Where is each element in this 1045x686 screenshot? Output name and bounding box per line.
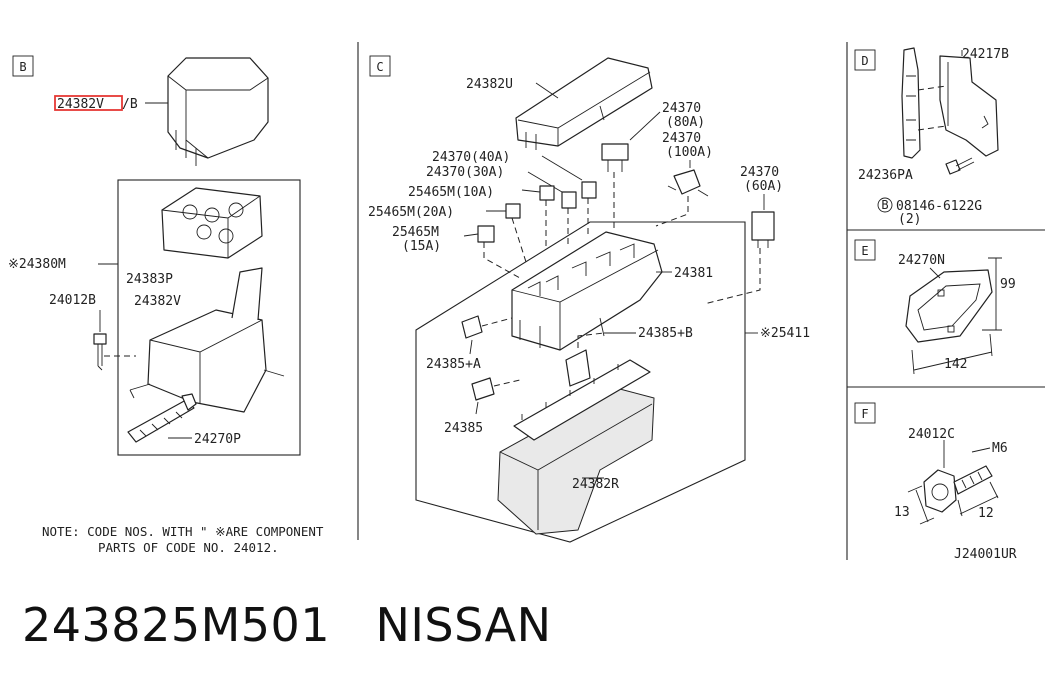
diagram-code: J24001UR (954, 547, 1017, 562)
strap-24270p (127, 393, 197, 443)
section-b-letter: B (19, 60, 26, 74)
note-line-2: PARTS OF CODE NO. 24012. (98, 540, 279, 555)
bolt-08146 (945, 157, 975, 175)
fuse-40a (581, 181, 597, 199)
section-d-marker: D (854, 49, 876, 71)
fuse-block-24383p (161, 187, 263, 259)
label-24270n[interactable]: 24270N (898, 253, 945, 268)
label-25465m-15a-num[interactable]: 25465M (392, 225, 439, 240)
relay-box-body-24382v (129, 267, 285, 413)
section-f: 24012C M6 13 12 (894, 427, 1008, 525)
label-24236pa[interactable]: 24236PA (858, 168, 913, 183)
label-24370-40a[interactable]: 24370(40A) (432, 150, 510, 165)
section-b: 24382V /B ※24380M 24383P 24382V (8, 57, 301, 456)
section-d: 24217B 24236PA B 08146-6122G (2) (858, 47, 1009, 227)
fuse-box-cover-24382u (515, 57, 653, 150)
label-24370-60a-num[interactable]: 24370 (740, 165, 779, 180)
connector-24385-a (461, 315, 483, 339)
label-24382v-b-suffix: /B (122, 97, 138, 112)
label-24385-a[interactable]: 24385+A (426, 357, 481, 372)
label-qty-2: (2) (898, 212, 921, 227)
label-24370-80a-rating: (80A) (666, 115, 705, 130)
fuse-30a (561, 191, 577, 209)
part-caption: 243825M501 NISSAN (22, 598, 552, 652)
section-c-letter: C (376, 60, 383, 74)
bolt-b-circle (877, 197, 893, 213)
fuse-15a (477, 225, 495, 243)
relay-box-cover-24382v-b (167, 57, 269, 166)
fuse-20a (505, 203, 521, 219)
section-e-marker: E (854, 239, 876, 261)
label-24383p[interactable]: 24383P (126, 272, 173, 287)
label-bolt-b: B (881, 198, 888, 212)
label-24370-60a-rating: (60A) (744, 179, 783, 194)
label-24217b[interactable]: 24217B (962, 47, 1009, 62)
section-e-letter: E (861, 244, 868, 258)
label-25465m-15a-rating: (15A) (402, 239, 441, 254)
label-24012b[interactable]: 24012B (49, 293, 96, 308)
dim-99: 99 (1000, 277, 1016, 292)
label-25465m-20a[interactable]: 25465M(20A) (368, 205, 454, 220)
label-24380m[interactable]: ※24380M (8, 257, 66, 272)
bolt-24012b (93, 333, 136, 371)
section-c-marker: C (369, 55, 391, 77)
label-24385[interactable]: 24385 (444, 421, 483, 436)
label-24370-100a-rating: (100A) (666, 145, 713, 160)
label-25465m-10a[interactable]: 25465M(10A) (408, 185, 494, 200)
bracket-24236pa (901, 47, 947, 159)
fuse-80a (601, 143, 629, 172)
label-m6: M6 (992, 441, 1008, 456)
label-08146-6122g[interactable]: 08146-6122G (896, 199, 982, 214)
label-24381[interactable]: 24381 (674, 266, 713, 281)
note-line-1: NOTE: CODE NOS. WITH " ※ARE COMPONENT (42, 524, 324, 539)
highlight-box (54, 95, 123, 111)
fuse-10a (539, 185, 555, 201)
assembly-frame-24380m (117, 179, 301, 456)
label-24382v[interactable]: 24382V (134, 294, 181, 309)
section-f-letter: F (861, 407, 868, 421)
bolt-24012c (923, 465, 993, 513)
label-24385-b[interactable]: 24385+B (638, 326, 693, 341)
label-24382u[interactable]: 24382U (466, 77, 513, 92)
dim-13: 13 (894, 505, 910, 520)
connector-24385-b (565, 349, 591, 387)
connector-24385 (471, 377, 495, 401)
fuse-box-case-24382r (497, 359, 655, 535)
dim-142: 142 (944, 357, 967, 372)
label-24382v-b[interactable]: 24382V (57, 97, 104, 112)
label-24012c[interactable]: 24012C (908, 427, 955, 442)
label-24270p[interactable]: 24270P (194, 432, 241, 447)
assembly-frame-25411 (415, 221, 746, 543)
label-24370-80a-num[interactable]: 24370 (662, 101, 701, 116)
fuse-100a (667, 169, 709, 197)
label-24370-30a[interactable]: 24370(30A) (426, 165, 504, 180)
section-c: ※25411 24382U 24370 (80A) 24370 (100A) 2… (368, 57, 810, 543)
section-f-marker: F (854, 402, 876, 424)
dim-12: 12 (978, 506, 994, 521)
fuse-60a (751, 211, 775, 248)
section-e: 24270N 99 142 (898, 253, 1016, 375)
section-b-marker: B (12, 55, 34, 77)
label-24382r[interactable]: 24382R (572, 477, 619, 492)
grommet-24270n (905, 269, 993, 343)
section-d-letter: D (861, 54, 868, 68)
label-25411[interactable]: ※25411 (760, 326, 810, 341)
bracket-24217b (939, 55, 999, 157)
fuse-block-24381 (511, 231, 663, 351)
label-24370-100a-num[interactable]: 24370 (662, 131, 701, 146)
